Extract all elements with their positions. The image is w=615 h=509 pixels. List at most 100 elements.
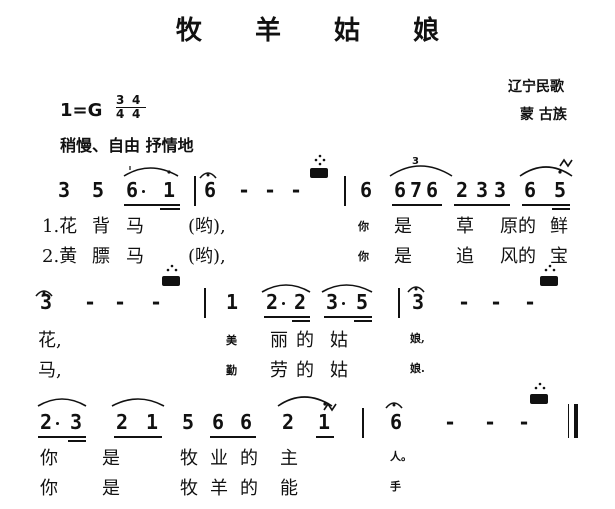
ornament-dot xyxy=(166,268,170,272)
dot xyxy=(56,422,59,425)
lyric: 背 xyxy=(92,216,110,237)
fermata-icon xyxy=(199,172,217,179)
fermata-dot xyxy=(392,403,396,407)
note: 6 xyxy=(390,410,403,434)
note: - xyxy=(458,290,471,314)
fermata-icon xyxy=(35,290,53,297)
score-line-3: 2 3 2 1 5 6 6 2 1 6 - - - 你 是 牧 业 的 主 人。… xyxy=(0,400,615,509)
note: 3 xyxy=(476,178,489,202)
slur-mark xyxy=(277,396,333,407)
grace-note-cluster-icon xyxy=(540,276,558,286)
lyric: 马, xyxy=(38,360,62,381)
underline xyxy=(552,208,570,210)
ornament-dot xyxy=(538,382,542,386)
note: 6 xyxy=(240,410,253,434)
lyric: 花, xyxy=(38,330,62,351)
fermata-dot xyxy=(206,173,210,177)
ornament-dot xyxy=(552,268,556,272)
slur-mark xyxy=(261,284,311,293)
note: 2 xyxy=(456,178,469,202)
lyric: 勤 xyxy=(226,364,237,377)
lyric: 是 xyxy=(394,216,412,237)
note: 1 xyxy=(318,410,331,434)
lyric: 1.花 xyxy=(42,216,78,237)
note: - xyxy=(524,290,537,314)
underline xyxy=(124,204,180,206)
fermata-dot xyxy=(414,287,418,291)
note: 5 xyxy=(356,290,369,314)
lyric: 姑 xyxy=(330,330,348,351)
final-barline-thick xyxy=(574,404,578,438)
underline xyxy=(522,204,570,206)
song-origin: 辽宁民歌 xyxy=(508,79,564,95)
note: 1 xyxy=(146,410,159,434)
lyric: 美 xyxy=(226,334,237,347)
lyric: 姑 xyxy=(330,360,348,381)
fermata-icon xyxy=(385,402,403,409)
underline xyxy=(38,436,86,438)
lyric: 手 xyxy=(390,480,401,493)
lyric: 丽 xyxy=(270,330,288,351)
meter-b-top: 4 xyxy=(132,93,141,107)
underline xyxy=(316,436,334,438)
lyric: 2.黄 xyxy=(42,246,78,267)
lyric: 牧 xyxy=(180,478,198,499)
dot xyxy=(142,190,145,193)
note: - xyxy=(518,410,531,434)
note: 1 xyxy=(226,290,239,314)
lyric: 原的 xyxy=(500,216,536,237)
note: - xyxy=(114,290,127,314)
lyric: 宝 xyxy=(550,246,568,267)
grace-note-cluster-icon xyxy=(530,394,548,404)
lyric: 风的 xyxy=(500,246,536,267)
lyric: 娘. xyxy=(410,362,425,375)
grace-mordent-icon xyxy=(559,158,573,168)
lyric: 的 xyxy=(296,330,314,351)
slur-mark xyxy=(111,398,165,407)
meter-b-bottom: 4 xyxy=(132,107,141,121)
underline xyxy=(114,436,162,438)
note: - xyxy=(444,410,457,434)
ornament-dot xyxy=(534,386,538,390)
key-signature: 1=G xyxy=(60,100,103,121)
meter-a-bottom: 4 xyxy=(116,107,125,121)
ornament-dot xyxy=(318,162,322,166)
underline xyxy=(454,204,510,206)
lyric: 的 xyxy=(296,360,314,381)
score-line-2: 3 - - - 1 2 2 3 5 3 - - - 花, 美 丽 的 姑 娘, … xyxy=(0,286,615,386)
underline xyxy=(324,316,372,318)
note: 3 xyxy=(412,290,425,314)
underline xyxy=(68,440,86,442)
note: 2 xyxy=(266,290,279,314)
note: 6 xyxy=(360,178,373,202)
note: 5 xyxy=(182,410,195,434)
lyric: 娘, xyxy=(410,332,425,345)
note: 3 xyxy=(326,290,339,314)
final-barline-thin xyxy=(568,404,569,438)
slur-mark xyxy=(123,167,179,177)
note: 1 xyxy=(163,178,176,202)
underline xyxy=(392,204,442,206)
lyric: 是 xyxy=(102,478,120,499)
ornament-dot xyxy=(314,158,318,162)
lyric: 是 xyxy=(394,246,412,267)
ornament-dot xyxy=(548,264,552,268)
lyric: 你 xyxy=(40,478,58,499)
page-title: 牧 羊 姑 娘 xyxy=(175,16,462,46)
lyric: 草 xyxy=(456,216,474,237)
grace-note-cluster-icon xyxy=(162,276,180,286)
triplet-mark: 3 xyxy=(412,156,419,167)
note: 3 xyxy=(40,290,53,314)
underline xyxy=(264,316,310,318)
ornament-dot xyxy=(544,268,548,272)
underline xyxy=(210,436,256,438)
note: - xyxy=(238,178,251,202)
lyric: 你 xyxy=(40,448,58,469)
high-octave-dot xyxy=(558,170,562,174)
ornament-dot xyxy=(322,158,326,162)
note: 7 xyxy=(410,178,423,202)
dot xyxy=(282,302,285,305)
underline xyxy=(292,320,310,322)
lyric: 你 xyxy=(358,220,369,233)
